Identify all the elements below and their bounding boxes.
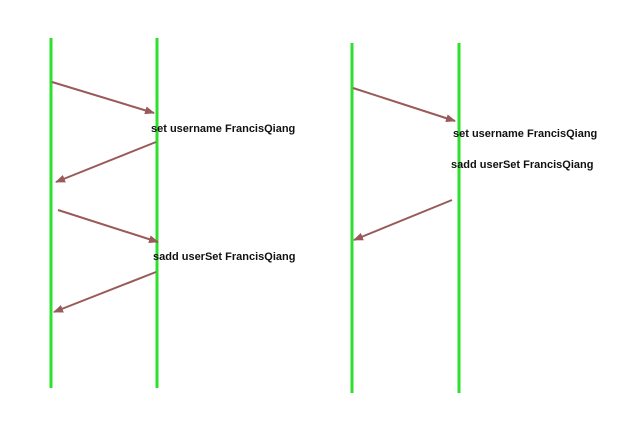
right-response-arrow xyxy=(353,199,453,241)
right-diagram xyxy=(350,43,461,393)
left-request-2-arrow xyxy=(57,209,159,244)
right-request-arrow xyxy=(352,87,456,123)
left-set-command-label: set username FrancisQiang xyxy=(151,123,296,135)
right-sadd-command-label: sadd userSet FrancisQiang xyxy=(451,159,594,171)
left-response-1-arrow xyxy=(55,141,157,183)
left-diagram xyxy=(49,38,159,388)
left-sadd-command-label: sadd userSet FrancisQiang xyxy=(153,251,296,263)
left-response-2-arrow xyxy=(53,271,157,313)
left-request-1-arrow xyxy=(51,81,155,115)
right-set-command-label: set username FrancisQiang xyxy=(453,128,598,140)
